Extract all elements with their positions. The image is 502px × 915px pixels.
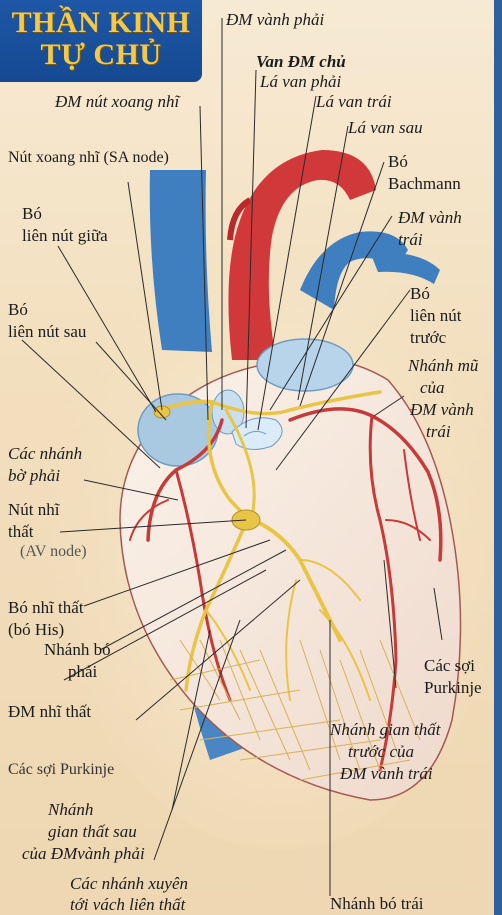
label-cac-nhanh-bo-phai: Các nhánh (8, 444, 82, 464)
label-nhanh-bo-phai-2: phải (68, 662, 97, 682)
page-title-sub: TỰ CHỦ (0, 40, 202, 70)
label-bo-bachmann: Bó (388, 152, 408, 172)
label-nhanh-gian-that-truoc: Nhánh gian thất (330, 720, 441, 740)
label-nhanh-gian-that-truoc-3: ĐM vành trái (340, 764, 433, 784)
label-dm-nut-xoang-nhi: ĐM nút xoang nhĩ (55, 92, 179, 112)
label-bo-lien-nut-truoc-2: liên nút (410, 306, 461, 326)
label-nhanh-gian-that-truoc-2: trước của (348, 742, 414, 762)
label-bo-lien-nut-giua-2: liên nút giữa (22, 226, 108, 246)
label-dm-vanh-phai: ĐM vành phải (226, 10, 324, 30)
label-nhanh-mu-4: trái (426, 422, 451, 442)
label-bo-nhi-that: Bó nhĩ thất (8, 598, 84, 618)
label-la-van-sau: Lá van sau (348, 118, 423, 138)
label-nhanh-gian-that-sau-3: của ĐMvành phải (22, 844, 145, 864)
label-bo-lien-nut-giua: Bó (22, 204, 42, 224)
label-cac-nhanh-xuyen-2: tới vách liên thất (70, 895, 185, 915)
label-dm-vanh-trai: ĐM vành (398, 208, 462, 228)
label-bo-lien-nut-sau: Bó (8, 300, 28, 320)
label-nhanh-mu-2: của (420, 378, 445, 398)
label-nhanh-mu: Nhánh mũ (408, 356, 478, 376)
label-bo-lien-nut-truoc-3: trước (410, 328, 446, 348)
label-nhanh-bo-phai: Nhánh bó (44, 640, 111, 660)
label-bo-nhi-that-2: (bó His) (8, 620, 64, 640)
label-nut-nhi-that-3: (AV node) (20, 542, 87, 562)
label-bo-lien-nut-sau-2: liên nút sau (8, 322, 86, 342)
label-cac-nhanh-xuyen: Các nhánh xuyên (70, 874, 188, 894)
label-dm-vanh-trai-2: trái (398, 230, 423, 250)
page-title: THẦN KINH (0, 8, 202, 38)
label-cac-soi-purkinje-phai-2: Purkinje (424, 678, 482, 698)
label-cac-soi-purkinje-trai: Các sợi Purkinje (8, 760, 114, 780)
label-nut-nhi-that-2: thất (8, 522, 34, 542)
label-cac-nhanh-bo-phai-2: bờ phải (8, 466, 60, 486)
right-edge-bar (494, 0, 502, 915)
label-nhanh-gian-that-sau-2: gian thất sau (48, 822, 137, 842)
label-nut-xoang-nhi: Nút xoang nhĩ (SA node) (8, 148, 169, 168)
label-nut-nhi-that: Nút nhĩ (8, 500, 59, 520)
label-la-van-phai: Lá van phải (260, 72, 341, 92)
label-la-van-trai: Lá van trái (316, 92, 392, 112)
label-nhanh-mu-3: ĐM vành (410, 400, 474, 420)
label-van-dm-chu: Van ĐM chủ (256, 52, 346, 72)
label-nhanh-bo-trai: Nhánh bó trái (330, 894, 423, 914)
label-cac-soi-purkinje-phai: Các sợi (424, 656, 475, 676)
label-bo-lien-nut-truoc: Bó (410, 284, 430, 304)
label-bo-bachmann-2: Bachmann (388, 174, 461, 194)
title-box: THẦN KINH TỰ CHỦ (0, 0, 202, 82)
label-dm-nhi-that: ĐM nhĩ thất (8, 702, 91, 722)
label-nhanh-gian-that-sau: Nhánh (48, 800, 93, 820)
